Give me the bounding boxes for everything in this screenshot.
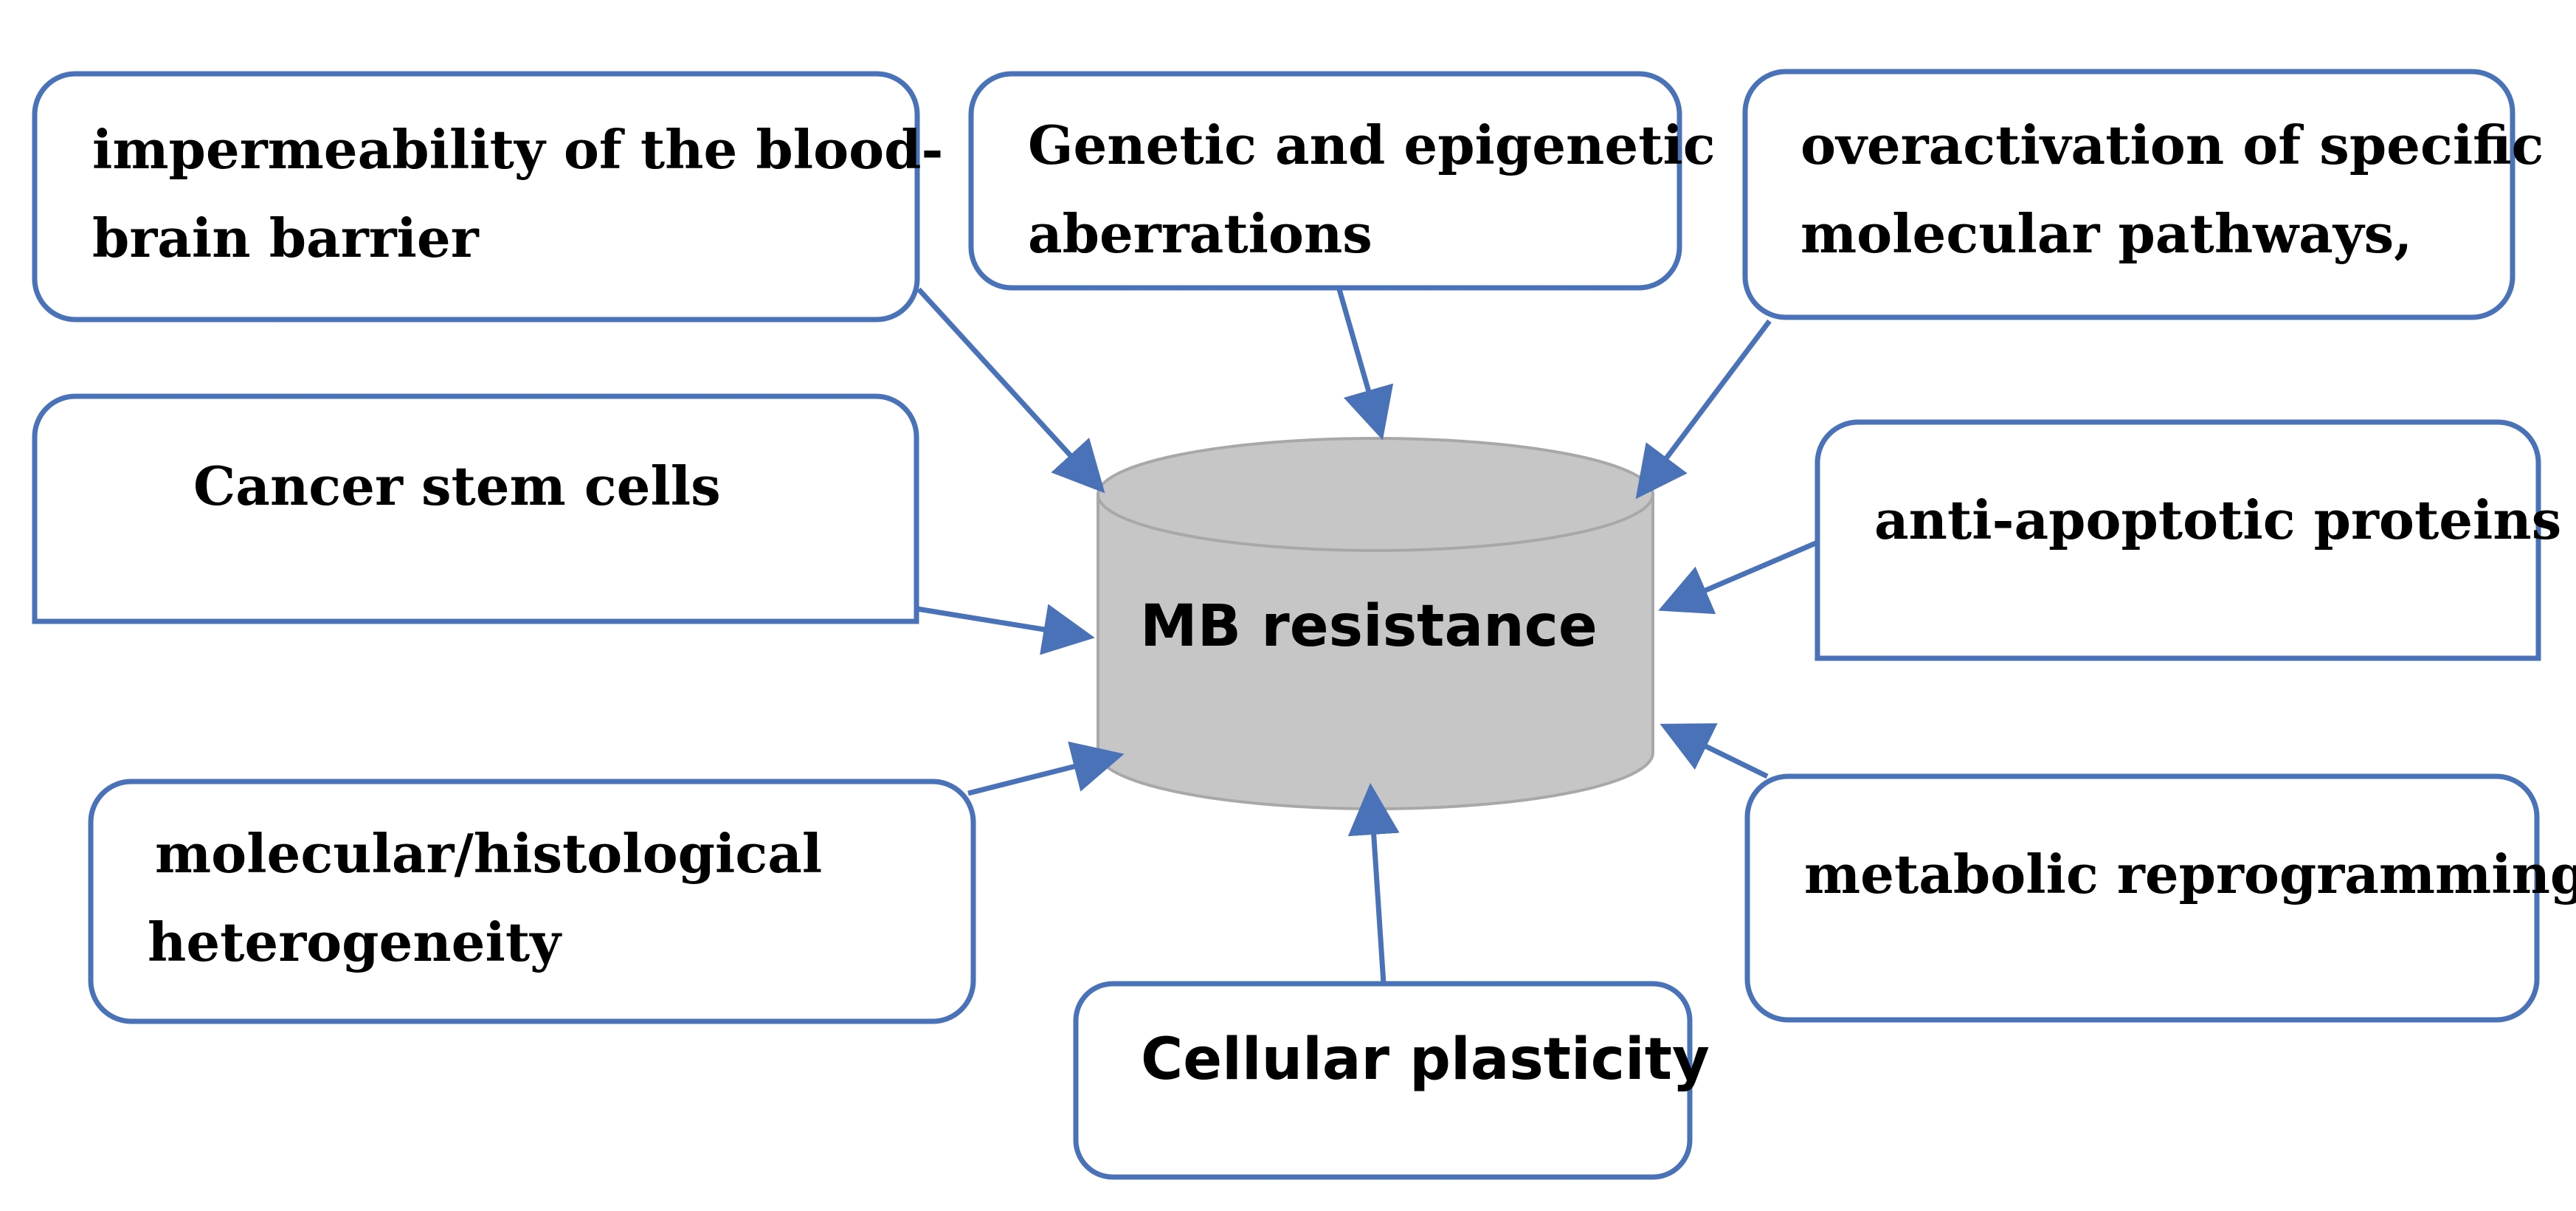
cylinder-top <box>1097 437 1654 552</box>
factor-plasticity: Cellular plasticity <box>1073 981 1710 1180</box>
arrow-genetic <box>1336 289 1394 441</box>
arrows <box>916 287 1819 984</box>
arrow-metabolic <box>1660 723 1769 779</box>
center-label: MB resistance <box>1140 593 1598 660</box>
arrow-plasticity <box>1347 783 1400 984</box>
arrow-apoptotic <box>1658 539 1819 615</box>
factor-genetic: Genetic and epigenetic aberrations <box>968 71 1716 291</box>
factor-metabolic-line1: metabolic reprogramming <box>1804 843 2576 905</box>
factor-pathways: overactivation of specific molecular pat… <box>1742 69 2544 320</box>
center-cylinder: MB resistance <box>1097 437 1654 810</box>
factor-pathways-line1: overactivation of specific <box>1800 114 2544 176</box>
factor-bbb: impermeability of the blood- brain barri… <box>32 71 943 322</box>
factor-heterogeneity-line1: molecular/histological <box>155 822 822 885</box>
factor-heterogeneity-line2: heterogeneity <box>148 911 562 973</box>
arrow-heterogeneity <box>967 741 1125 796</box>
factor-genetic-line1: Genetic and epigenetic <box>1028 114 1716 176</box>
factor-genetic-line2: aberrations <box>1028 202 1372 265</box>
factor-apoptotic-line1: anti-apoptotic proteins <box>1874 489 2561 551</box>
factor-metabolic: metabolic reprogramming <box>1744 773 2576 1023</box>
arrow-bbb <box>916 287 1105 494</box>
factor-pathways-line2: molecular pathways, <box>1800 202 2412 265</box>
factor-apoptotic: anti-apoptotic proteins <box>1814 419 2561 661</box>
factor-bbb-line1: impermeability of the blood- <box>92 118 943 181</box>
factor-plasticity-line1: Cellular plasticity <box>1141 1027 1710 1093</box>
factor-heterogeneity: molecular/histological heterogeneity <box>88 779 976 1024</box>
factor-stem-line1: Cancer stem cells <box>193 455 721 517</box>
factor-bbb-line2: brain barrier <box>92 207 480 269</box>
factor-stem: Cancer stem cells <box>32 393 919 624</box>
arrow-stem <box>916 604 1095 655</box>
arrow-pathways <box>1635 319 1772 500</box>
